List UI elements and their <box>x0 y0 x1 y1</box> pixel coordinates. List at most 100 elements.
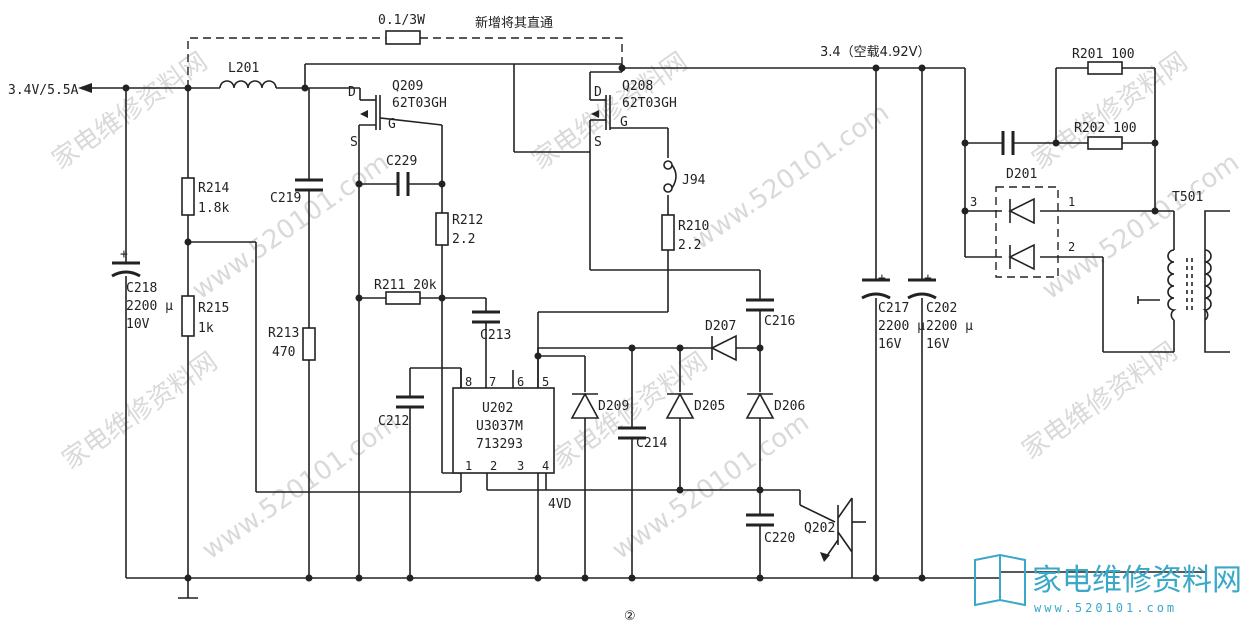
R201-label: R201 100 <box>1072 47 1135 62</box>
figure-number: ② <box>624 609 636 624</box>
mosfet-Q209 <box>359 95 381 130</box>
resistor-R211 <box>385 291 421 305</box>
Q209-source-label: S <box>350 135 358 150</box>
diode-D207 <box>710 334 737 362</box>
diode-D201-package <box>995 186 1059 278</box>
D209-label: D209 <box>598 399 629 414</box>
R213-value: 470 <box>272 345 295 360</box>
ic-U202 <box>452 387 555 474</box>
C202-plus: + <box>924 271 932 286</box>
D201-pin-2: 2 <box>1068 240 1075 254</box>
diode-D206 <box>745 392 775 419</box>
R214-label: R214 <box>198 181 229 196</box>
U202-pin-7: 7 <box>489 375 496 389</box>
Q208-drain-label: D <box>594 85 602 100</box>
U202-pin-4: 4 <box>542 459 549 473</box>
resistor-R212 <box>435 212 449 246</box>
R212-label: R212 <box>452 213 483 228</box>
C229-label: C229 <box>386 154 417 169</box>
Q208-gate-label: G <box>620 115 628 130</box>
D205-label: D205 <box>694 399 725 414</box>
U202-pin-3: 3 <box>517 459 524 473</box>
vd-label: 4VD <box>548 497 572 512</box>
resistor-R202 <box>1087 136 1123 150</box>
U202-pin-2: 2 <box>490 459 497 473</box>
R213-label: R213 <box>268 326 299 341</box>
jumper-J94 <box>663 160 673 170</box>
R212-value: 2.2 <box>452 232 475 247</box>
Q208-source-label: S <box>594 135 602 150</box>
C217-voltage: 16V <box>878 337 902 352</box>
R210-value: 2.2 <box>678 238 701 253</box>
rail-voltage-label: 3.4（空载4.92V） <box>820 45 931 60</box>
C216-label: C216 <box>764 314 795 329</box>
bypass-resistor <box>385 30 421 45</box>
junction-dots <box>122 64 1159 582</box>
C220-label: C220 <box>764 531 795 546</box>
U202-code: 713293 <box>476 437 523 452</box>
R202-label: R202 100 <box>1074 121 1137 136</box>
C218-label: C218 <box>126 281 157 296</box>
resistor-R215 <box>181 295 195 337</box>
T501-label: T501 <box>1172 190 1203 205</box>
U202-label: U202 <box>482 401 513 416</box>
watermark: www.520101.com <box>197 408 405 566</box>
brand-logo: 家电维修资料网 www.520101.com <box>974 553 1242 615</box>
mosfet-Q208 <box>589 71 668 130</box>
Q209-label: Q209 <box>392 79 423 94</box>
C219-label: C219 <box>270 191 301 206</box>
resistor-R201 <box>1087 61 1123 75</box>
Q209-part-label: 62T03GH <box>392 96 447 111</box>
R211-label: R211 20k <box>374 278 437 293</box>
R210-label: R210 <box>678 219 709 234</box>
U202-pin-8: 8 <box>465 375 472 389</box>
J94-label: J94 <box>682 173 706 188</box>
Q202-label: Q202 <box>804 521 835 536</box>
output-voltage-label: 3.4V/5.5A <box>8 83 79 98</box>
C217-plus: + <box>878 271 886 286</box>
U202-pin-6: 6 <box>517 375 524 389</box>
D206-label: D206 <box>774 399 805 414</box>
wires <box>92 37 1230 599</box>
diode-D205 <box>665 392 695 419</box>
R215-value: 1k <box>198 321 214 336</box>
Q209-gate-label: G <box>388 117 396 132</box>
brand-name: 家电维修资料网 <box>1032 563 1242 598</box>
brand-url: www.520101.com <box>1034 601 1177 615</box>
C217-label: C217 <box>878 301 909 316</box>
transformer-T501 <box>1167 249 1212 321</box>
C202-voltage: 16V <box>926 337 950 352</box>
watermark: www.520101.com <box>1037 148 1245 306</box>
labels: 3.4V/5.5A 0.1/3W 新增将其直通 3.4（空载4.92V） L20… <box>8 13 1203 624</box>
resistor-R213 <box>302 327 316 361</box>
C218-plus: + <box>120 247 128 262</box>
bypass-resistor-label: 0.1/3W <box>378 13 425 28</box>
L201-label: L201 <box>228 61 259 76</box>
C214-label: C214 <box>636 436 667 451</box>
diode-D201 <box>1008 197 1035 271</box>
C202-value: 2200 μ <box>926 319 973 334</box>
C218-voltage: 10V <box>126 317 150 332</box>
U202-pin-1: 1 <box>465 459 472 473</box>
R215-label: R215 <box>198 301 229 316</box>
C217-value: 2200 μ <box>878 319 925 334</box>
C202-label: C202 <box>926 301 957 316</box>
transistor-Q202 <box>820 497 866 562</box>
watermark: www.520101.com <box>687 98 895 256</box>
D201-pin-3: 3 <box>970 195 977 209</box>
Q208-label: Q208 <box>622 79 653 94</box>
U202-part: U3037M <box>476 419 523 434</box>
resistor-R210 <box>661 214 675 251</box>
D207-label: D207 <box>705 319 736 334</box>
Q209-drain-label: D <box>348 85 356 100</box>
watermark-cn: 家电维修资料网 <box>1017 337 1183 466</box>
C212-label: C212 <box>378 414 409 429</box>
watermark: www.520101.com <box>187 148 395 306</box>
resistor-R214 <box>181 177 195 216</box>
Q208-part-label: 62T03GH <box>622 96 677 111</box>
watermark-cn: 家电维修资料网 <box>57 347 223 476</box>
inductor-L201 <box>219 80 277 89</box>
U202-pin-5: 5 <box>542 375 549 389</box>
C218-value: 2200 μ <box>126 299 173 314</box>
